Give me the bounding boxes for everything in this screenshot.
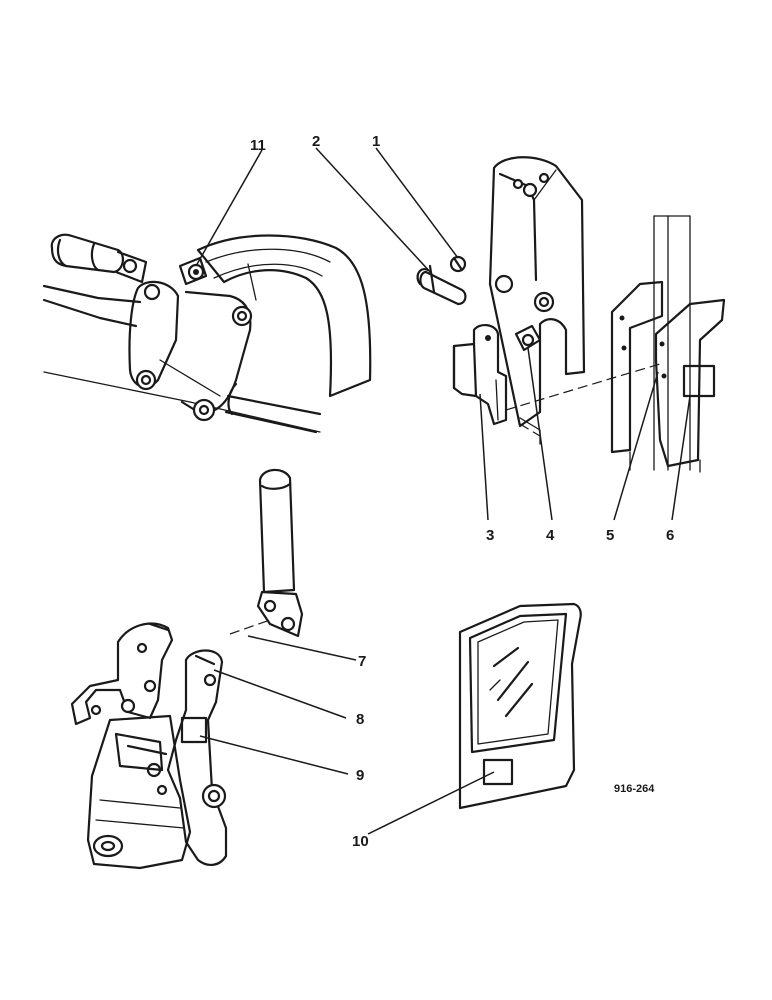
callout-9: 9 [356,767,364,784]
mounting-bracket-assembly [70,619,271,870]
callout-10: 10 [352,833,369,850]
callout-4: 4 [546,527,555,544]
callout-6: 6 [666,527,674,544]
leader-lines [195,147,691,835]
callout-8: 8 [356,711,364,728]
callout-2: 2 [312,133,320,150]
side-panel-with-decal [610,215,726,473]
callout-1: 1 [372,133,380,150]
pin-and-retainer [416,255,467,306]
callout-3: 3 [486,527,494,544]
window-panel [458,602,582,810]
boom-arm-bracket [452,156,661,445]
boom-cylinder-assembly [42,233,372,434]
callout-11: 11 [250,137,266,154]
cylinder-rod-end [256,468,304,638]
callout-7: 7 [358,653,366,670]
callout-5: 5 [606,527,614,544]
figure-reference: 916-264 [614,783,655,795]
